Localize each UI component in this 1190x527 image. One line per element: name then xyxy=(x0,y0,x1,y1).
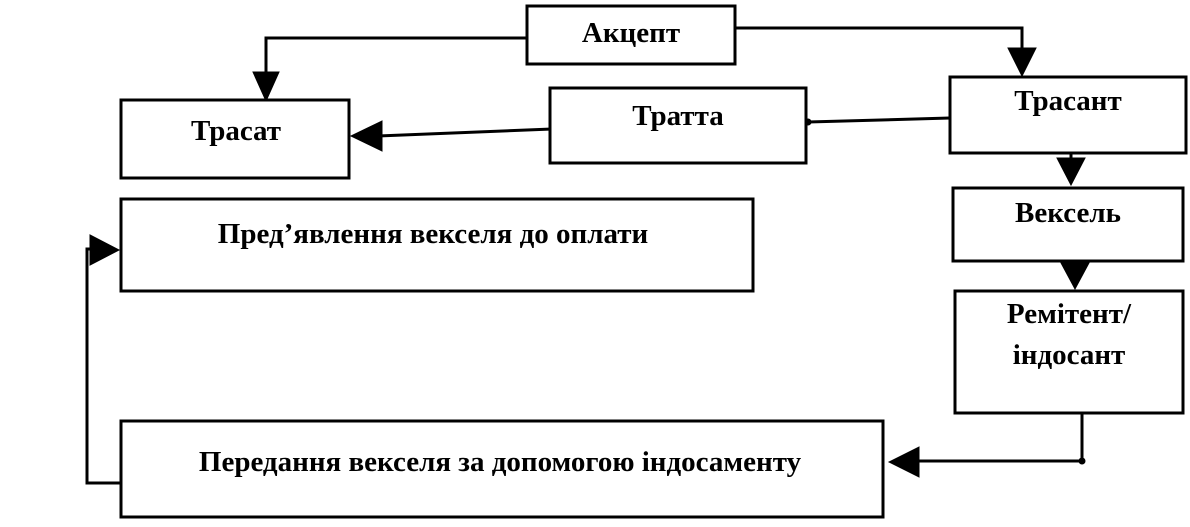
node-remitent-box xyxy=(953,289,1185,415)
node-transfer-box xyxy=(119,419,885,519)
node-tratta: Тратта xyxy=(548,86,808,165)
node-veksel-box xyxy=(951,186,1185,263)
arrow-head-tratta-to-trasat xyxy=(349,120,383,152)
node-remitent-label-line2: індосант xyxy=(1013,339,1126,371)
node-presentation-box xyxy=(119,197,755,293)
node-trasant: Трасант xyxy=(948,75,1188,155)
edge-remitent-to-transfer xyxy=(916,414,1084,463)
node-transfer-label: Передання векселя за допомогою індосамен… xyxy=(199,446,802,478)
node-presentation: Пред’явлення векселя до оплати xyxy=(119,197,755,293)
node-veksel: Вексель xyxy=(951,186,1185,263)
node-tratta-box xyxy=(548,86,808,165)
arrow-head-remitent-to-transfer xyxy=(887,446,920,478)
node-trasant-box xyxy=(948,75,1188,155)
edge-trasant-to-tratta xyxy=(807,116,951,124)
node-tratta-label: Тратта xyxy=(632,100,724,132)
node-remitent: Ремітент/ індосант xyxy=(953,289,1185,415)
arrow-head-aktsept-to-trasant xyxy=(1007,47,1037,78)
node-trasat-label: Трасат xyxy=(191,115,281,147)
node-trasant-label: Трасант xyxy=(1014,85,1122,117)
node-remitent-label-line1: Ремітент/ xyxy=(1007,298,1132,330)
edge-transfer-to-presentation xyxy=(85,247,121,485)
node-trasat: Трасат xyxy=(119,98,351,180)
node-veksel-label: Вексель xyxy=(1015,197,1121,229)
edge-aktsept-to-trasat xyxy=(264,36,527,78)
node-trasat-box xyxy=(119,98,351,180)
arrow-head-trasant-to-veksel xyxy=(1056,157,1086,187)
node-aktsept-box xyxy=(525,4,737,66)
node-presentation-label: Пред’явлення векселя до оплати xyxy=(218,218,648,250)
edge-dot-remitent-corner xyxy=(1078,457,1086,465)
edge-tratta-to-trasat xyxy=(377,127,553,138)
node-transfer: Передання векселя за допомогою індосамен… xyxy=(119,419,885,519)
arrow-head-transfer-to-presentation xyxy=(89,234,121,266)
arrow-head-veksel-to-remitent xyxy=(1059,260,1091,291)
node-aktsept: Акцепт xyxy=(525,4,737,66)
edge-aktsept-to-trasant xyxy=(735,26,1024,52)
arrow-head-aktsept-to-trasat xyxy=(252,71,280,103)
node-aktsept-label: Акцепт xyxy=(582,17,680,49)
